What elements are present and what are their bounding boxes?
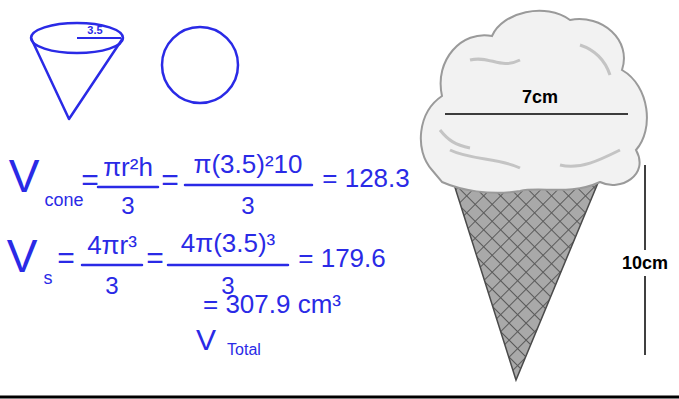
ice-cream-picture [421,11,647,380]
bottom-rule [0,396,679,399]
numerator: 4πr³ [87,232,137,258]
equals-sign: = [161,165,179,195]
denominator: 3 [241,194,254,218]
equals-sign: = [146,243,164,273]
cone-rim [31,23,123,53]
height-dimension: 10cm [622,254,668,272]
fraction-bar [168,264,288,267]
numerator: π(3.5)²10 [194,151,303,177]
fraction-bar [98,186,158,189]
width-dimension-line [445,113,628,115]
ice-cream-scoop [421,11,647,193]
fraction-bar [82,264,142,267]
volume-symbol: V [7,233,38,279]
equals-sign: = [81,165,99,195]
scoop-shading [440,45,620,168]
denominator: 3 [121,194,134,218]
numerator: πr²h [103,154,153,180]
width-dimension: 7cm [522,88,558,106]
result-value: = 128.3 [322,165,409,191]
sphere-sketch [162,27,238,103]
height-dimension-line [644,165,646,250]
total-value: = 307.9 cm³ [203,291,341,317]
equals-sign: = [57,243,75,273]
fraction-bar [185,184,312,187]
numerator: 4π(3.5)³ [181,230,276,256]
cone-outline [25,15,131,125]
subscript: cone [44,191,83,209]
cone-sketch: 3.5 [25,15,131,125]
volume-symbol: V [9,153,40,199]
result-value: = 179.6 [298,245,385,271]
height-dimension-line [644,276,646,355]
fraction-bars [82,185,312,265]
radius-line [77,37,121,39]
volume-symbol: V [196,325,216,355]
subscript: s [44,269,53,287]
denominator: 3 [105,274,118,298]
cone-sides [31,38,123,119]
waffle-cone [452,178,600,380]
radius-label: 3.5 [87,25,102,36]
subscript: Total [227,342,261,358]
